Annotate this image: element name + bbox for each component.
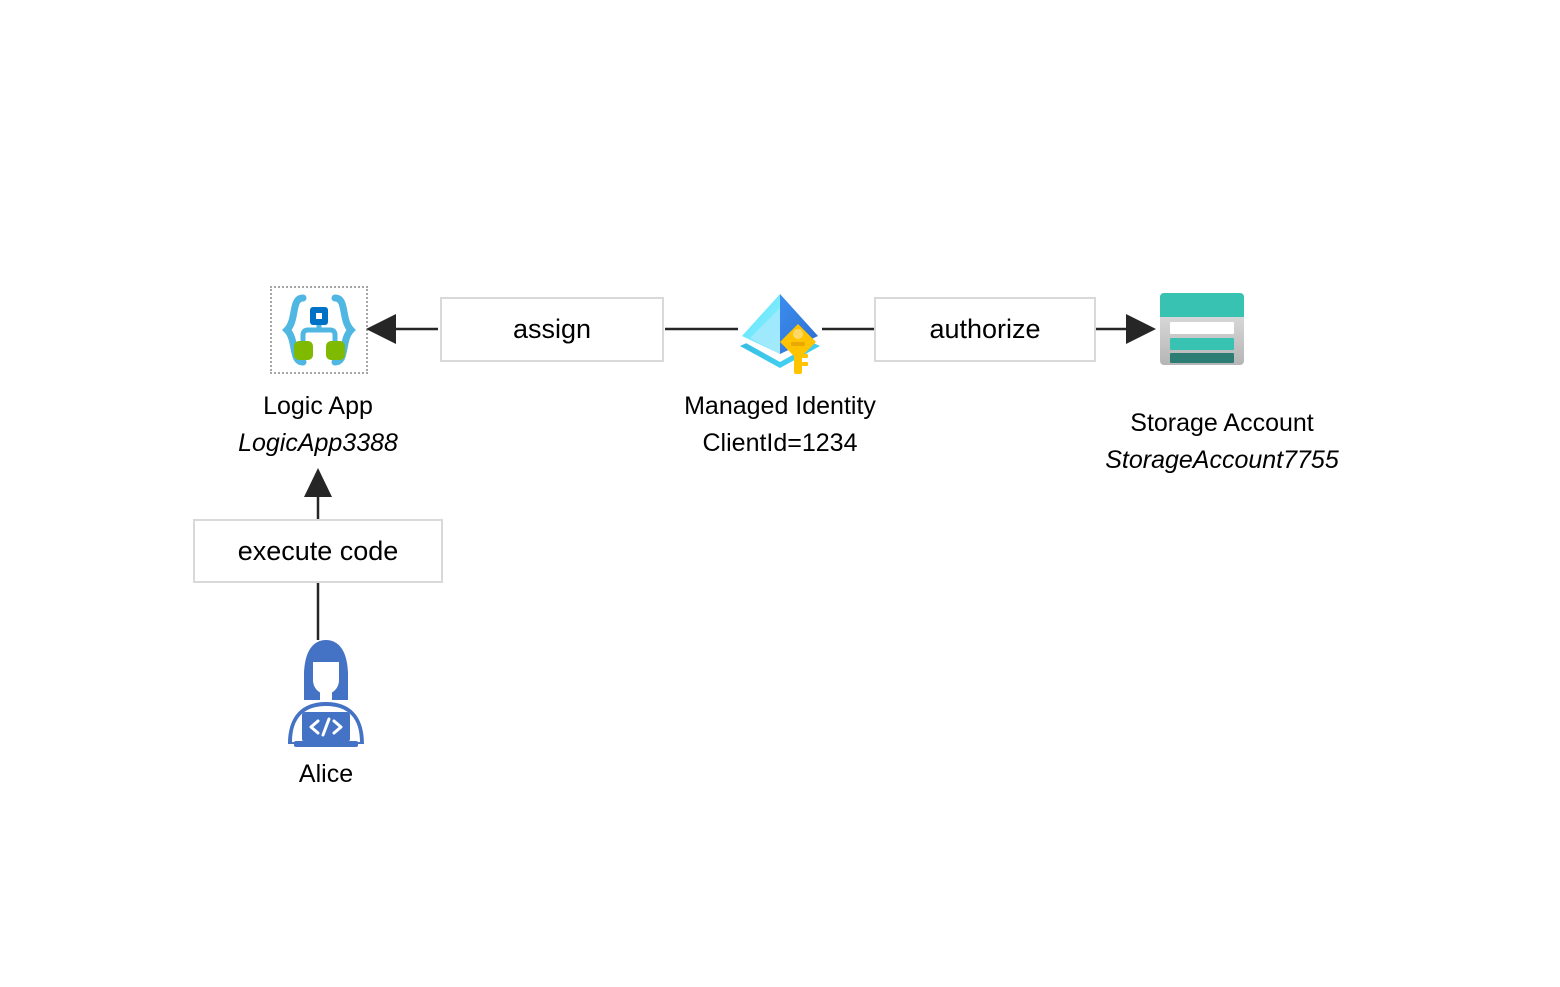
key-glyph — [780, 324, 816, 374]
alice-label-line1: Alice — [298, 760, 354, 788]
managed-identity-label: Managed Identity ClientId=1234 — [620, 388, 940, 462]
arrowhead-authorize — [1126, 314, 1156, 344]
storage-account-icon[interactable] — [1156, 291, 1248, 369]
edge-label-assign[interactable]: assign — [440, 297, 664, 362]
alice-label: Alice — [206, 756, 446, 793]
arrowhead-assign — [366, 314, 396, 344]
managed-identity-key-icon[interactable] — [736, 288, 824, 378]
developer-person-icon[interactable] — [276, 636, 376, 750]
logic-app-label-line1: Logic App — [263, 392, 373, 420]
logic-app-icon[interactable] — [277, 292, 361, 368]
arrowhead-execute-code — [304, 468, 332, 497]
logic-app-label: Logic App LogicApp3388 — [158, 388, 478, 462]
storage-account-label-line1: Storage Account — [1130, 409, 1314, 437]
edge-label-authorize[interactable]: authorize — [874, 297, 1096, 362]
storage-account-label-line2: StorageAccount7755 — [1105, 446, 1339, 474]
managed-identity-label-line1: Managed Identity — [684, 392, 876, 420]
logic-app-label-line2: LogicApp3388 — [238, 429, 398, 457]
edge-label-execute-code[interactable]: execute code — [193, 519, 443, 583]
managed-identity-label-line2: ClientId=1234 — [702, 429, 858, 457]
storage-account-label: Storage Account StorageAccount7755 — [1042, 405, 1402, 479]
